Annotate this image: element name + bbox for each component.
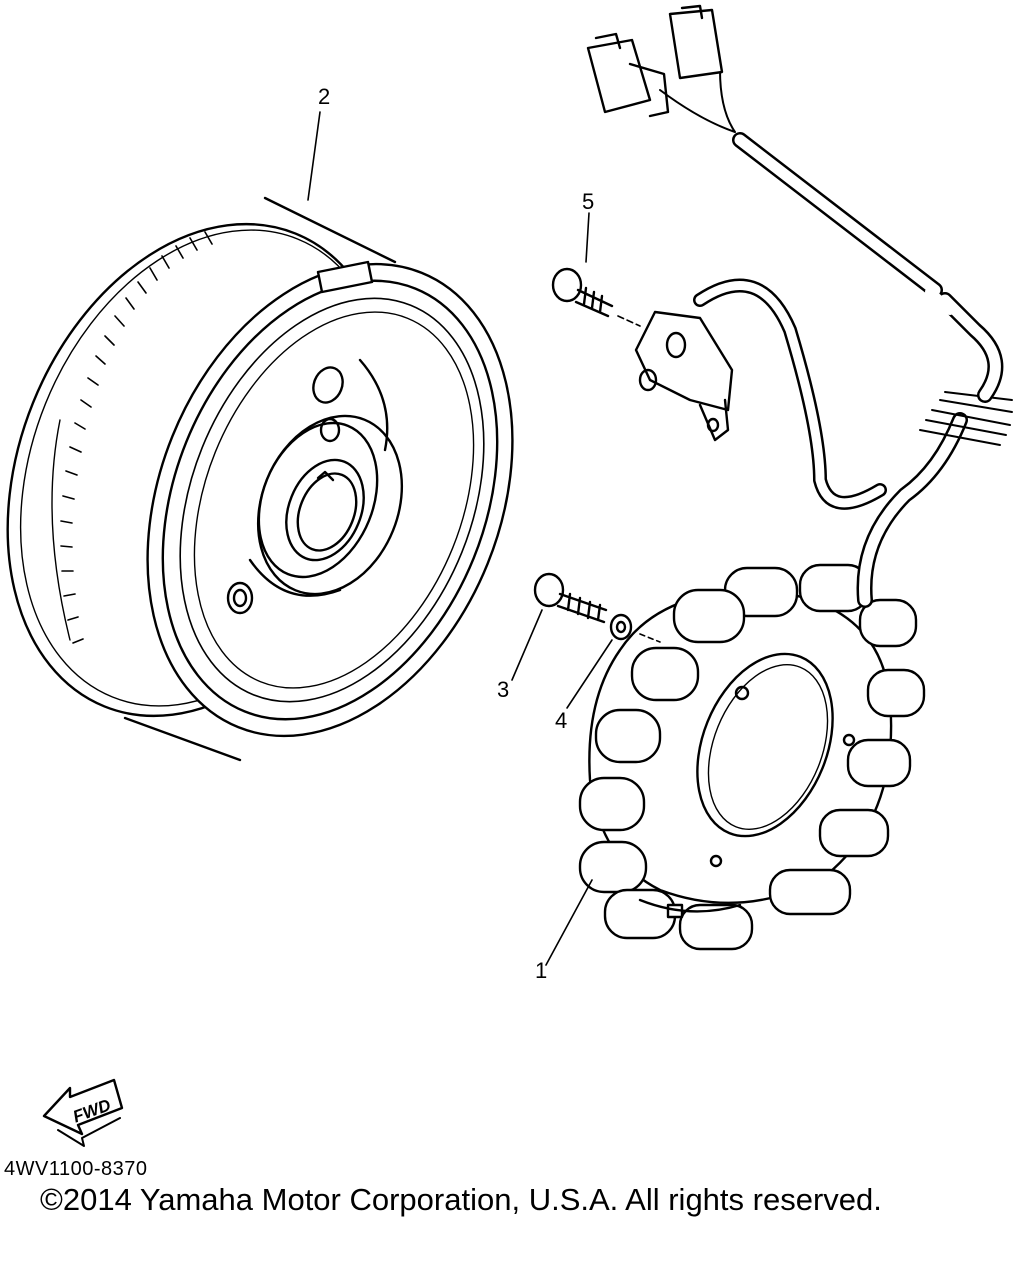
stator-screw [533,572,608,624]
part-code: 4WV1100-8370 [4,1158,148,1180]
leader-line-2 [307,111,321,201]
callout-5: 5 [582,189,594,214]
leader-line-5 [585,212,590,263]
pickup-coil-screw [551,267,641,327]
callout-2: 2 [318,84,330,109]
washer [609,613,661,643]
copyright-notice: ©2014 Yamaha Motor Corporation, U.S.A. A… [40,1182,882,1217]
leader-line-3 [511,609,543,681]
callout-4: 4 [555,708,567,733]
pickup-coil [634,310,734,442]
leader-line-4 [566,639,613,709]
callout-1: 1 [535,958,547,983]
leader-line-1 [545,879,593,966]
rotor-flywheel [6,196,514,762]
callout-3: 3 [497,677,509,702]
stator-assembly [578,563,926,951]
fwd-arrow-icon [42,1078,124,1147]
wire-harness [586,4,1013,608]
